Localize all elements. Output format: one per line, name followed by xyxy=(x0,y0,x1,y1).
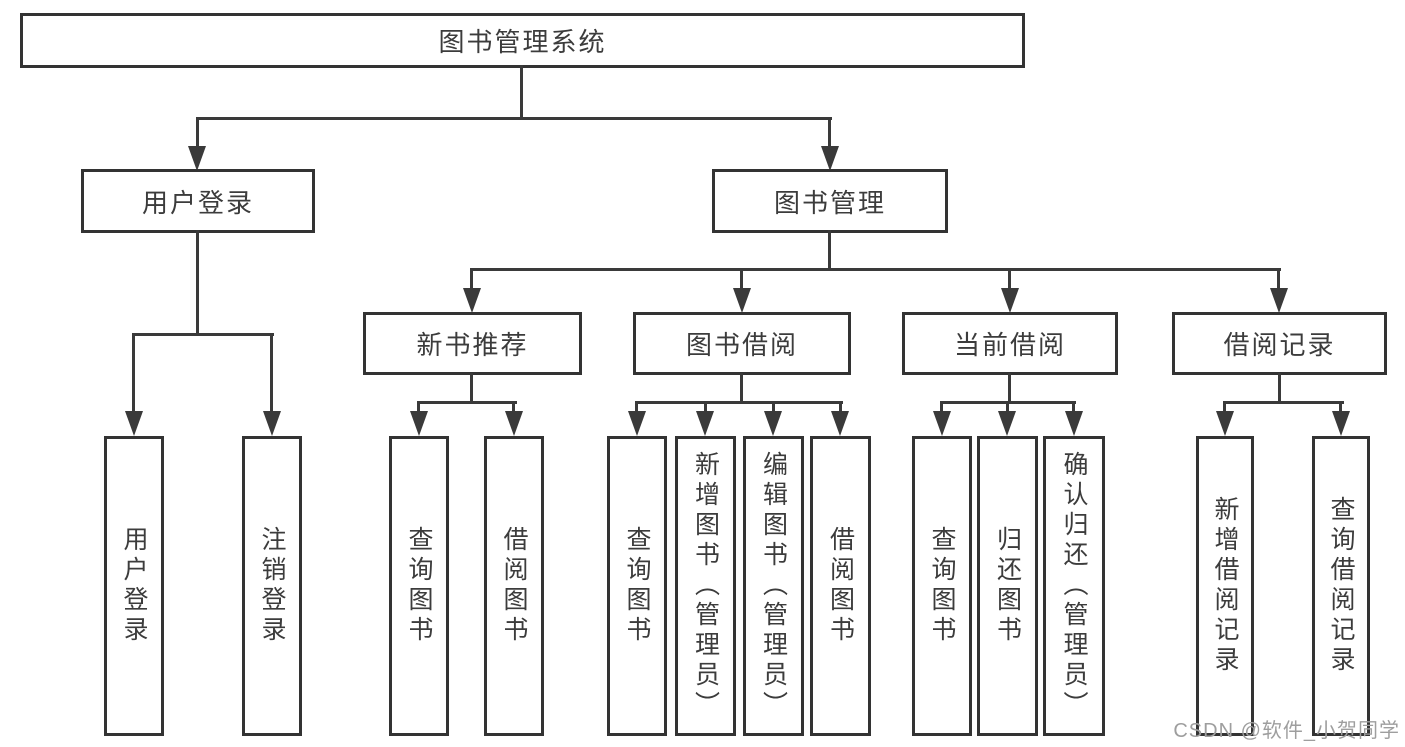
connector-line xyxy=(772,401,775,415)
arrow-down-icon xyxy=(628,411,646,436)
leaf-query-book-current: 查询图书 xyxy=(912,436,972,736)
connector-line xyxy=(635,401,843,404)
node-borrow-records: 借阅记录 xyxy=(1172,312,1387,375)
connector-line xyxy=(635,401,638,415)
connector-line xyxy=(196,230,199,336)
connector-line xyxy=(1006,401,1009,415)
connector-line xyxy=(470,373,473,404)
connector-line xyxy=(470,268,473,290)
connector-line xyxy=(1278,373,1281,404)
arrow-down-icon xyxy=(505,411,523,436)
leaf-label: 查询图书 xyxy=(405,526,433,646)
node-book-management: 图书管理 xyxy=(712,169,948,233)
connector-line xyxy=(1008,373,1011,404)
node-label: 新书推荐 xyxy=(416,330,529,360)
arrow-down-icon xyxy=(410,411,428,436)
leaf-label: 编辑图书（管理员） xyxy=(759,451,788,721)
node-label: 用户登录 xyxy=(141,187,254,218)
leaf-confirm-return-admin: 确认归还（管理员） xyxy=(1043,436,1105,736)
leaf-label: 查询图书 xyxy=(623,526,651,646)
node-new-book-recommend: 新书推荐 xyxy=(363,312,582,375)
connector-line xyxy=(704,401,707,415)
arrow-down-icon xyxy=(933,411,951,436)
connector-line xyxy=(1223,401,1226,415)
connector-line xyxy=(270,333,273,413)
arrow-down-icon xyxy=(188,146,206,171)
connector-line xyxy=(417,401,420,415)
arrow-down-icon xyxy=(998,411,1016,436)
arrow-down-icon xyxy=(125,411,143,436)
leaf-label: 查询图书 xyxy=(928,526,956,646)
connector-line xyxy=(196,117,199,149)
leaf-label: 新增图书（管理员） xyxy=(691,451,720,721)
node-book-borrowing: 图书借阅 xyxy=(633,312,851,375)
arrow-down-icon xyxy=(1001,288,1019,313)
leaf-add-book-admin: 新增图书（管理员） xyxy=(675,436,736,736)
connector-line xyxy=(740,268,743,290)
node-current-borrowing: 当前借阅 xyxy=(902,312,1118,375)
leaf-query-borrow-record: 查询借阅记录 xyxy=(1312,436,1370,736)
leaf-return-book: 归还图书 xyxy=(977,436,1038,736)
arrow-down-icon xyxy=(263,411,281,436)
node-label: 图书借阅 xyxy=(685,330,798,360)
leaf-label: 用户登录 xyxy=(120,526,148,646)
connector-line xyxy=(828,117,831,149)
arrow-down-icon xyxy=(1332,411,1350,436)
connector-line xyxy=(132,333,135,413)
leaf-label: 查询借阅记录 xyxy=(1327,496,1355,676)
arrow-down-icon xyxy=(821,146,839,171)
arrow-down-icon xyxy=(764,411,782,436)
connector-line xyxy=(740,373,743,404)
leaf-logout-login: 注销登录 xyxy=(242,436,302,736)
connector-line xyxy=(512,401,515,415)
watermark-text: CSDN @软件_小贺同学 xyxy=(1173,720,1400,742)
node-label: 图书管理系统 xyxy=(438,27,607,57)
connector-line xyxy=(1008,268,1011,290)
leaf-label: 确认归还（管理员） xyxy=(1060,451,1088,721)
leaf-query-book-recommend: 查询图书 xyxy=(389,436,449,736)
arrow-down-icon xyxy=(1065,411,1083,436)
arrow-down-icon xyxy=(696,411,714,436)
connector-line xyxy=(417,401,517,404)
arrow-down-icon xyxy=(1216,411,1234,436)
arrow-down-icon xyxy=(1270,288,1288,313)
connector-line xyxy=(132,333,274,336)
leaf-label: 注销登录 xyxy=(258,526,286,646)
node-label: 图书管理 xyxy=(773,187,886,218)
leaf-label: 归还图书 xyxy=(993,526,1022,646)
connector-line xyxy=(1072,401,1075,415)
connector-line xyxy=(1277,268,1280,290)
leaf-label: 借阅图书 xyxy=(500,526,528,646)
node-library-management-system: 图书管理系统 xyxy=(20,13,1025,68)
node-label: 当前借阅 xyxy=(953,330,1066,360)
connector-line xyxy=(940,401,943,415)
leaf-label: 借阅图书 xyxy=(826,526,855,646)
connector-line xyxy=(828,230,831,270)
node-label: 借阅记录 xyxy=(1223,330,1336,360)
connector-line xyxy=(196,117,832,120)
node-user-login: 用户登录 xyxy=(81,169,315,233)
connector-line xyxy=(520,65,523,120)
leaf-add-borrow-record: 新增借阅记录 xyxy=(1196,436,1254,736)
arrow-down-icon xyxy=(463,288,481,313)
leaf-borrow-book-recommend: 借阅图书 xyxy=(484,436,544,736)
connector-line xyxy=(1223,401,1344,404)
leaf-query-book-borrowing: 查询图书 xyxy=(607,436,667,736)
arrow-down-icon xyxy=(733,288,751,313)
connector-line xyxy=(1339,401,1342,415)
leaf-edit-book-admin: 编辑图书（管理员） xyxy=(743,436,804,736)
leaf-label: 新增借阅记录 xyxy=(1211,496,1239,676)
arrow-down-icon xyxy=(831,411,849,436)
connector-line xyxy=(470,268,1281,271)
connector-line xyxy=(839,401,842,415)
leaf-borrow-book: 借阅图书 xyxy=(810,436,871,736)
leaf-user-login: 用户登录 xyxy=(104,436,164,736)
